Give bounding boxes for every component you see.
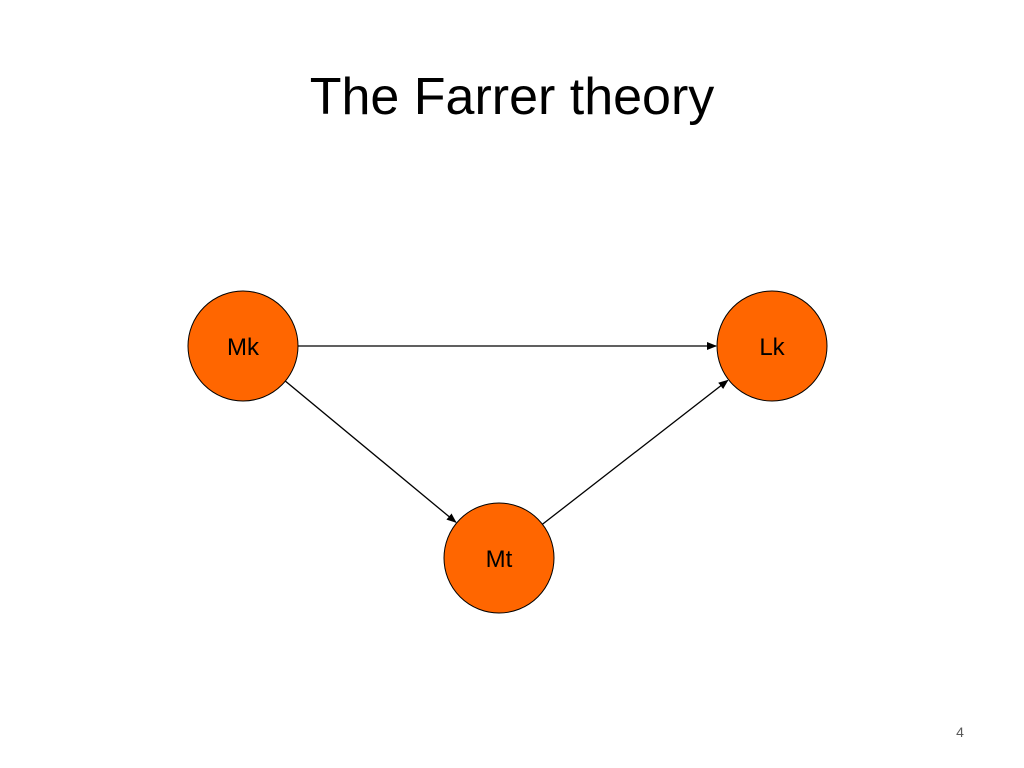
node-lk-circle	[716, 290, 828, 402]
node-mt-circle	[443, 502, 555, 614]
edges-layer	[284, 342, 729, 525]
edge-mk-to-mt	[284, 380, 457, 523]
node-mk: Mk	[187, 290, 299, 402]
node-mt: Mt	[443, 502, 555, 614]
edge-mt-to-lk	[542, 379, 729, 525]
node-mt-label: Mt	[486, 546, 513, 573]
node-mk-label: Mk	[227, 334, 260, 361]
slide-title: The Farrer theory	[309, 68, 715, 126]
node-lk-label: Lk	[759, 334, 785, 361]
page-number: 4	[956, 724, 964, 740]
node-lk: Lk	[716, 290, 828, 402]
node-mk-circle	[187, 290, 299, 402]
